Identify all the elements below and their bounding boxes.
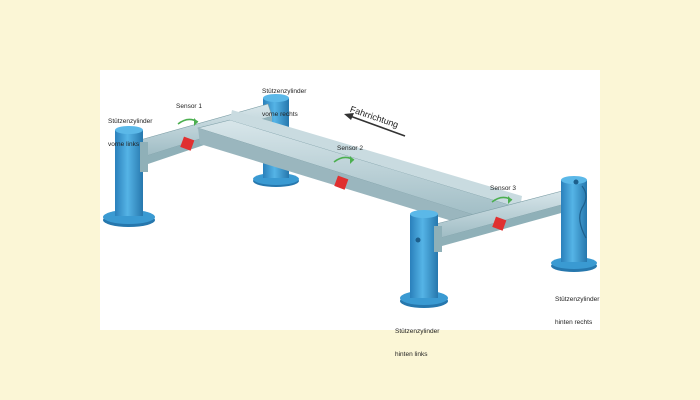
- label-line: vorne links: [108, 140, 140, 148]
- rotation-arrow-icon: [333, 156, 355, 164]
- label-sensor-3: Sensor 3: [490, 185, 517, 192]
- longitudinal-beam: [196, 110, 522, 232]
- sensor-1: [180, 136, 195, 151]
- label-rear-left: Stützenzylinder hinten links: [395, 313, 439, 373]
- sensor-3: [492, 216, 507, 231]
- cylinder-front-left: [103, 126, 155, 227]
- rotation-arrow-icon: [177, 118, 199, 126]
- label-line: Stützenzylinder: [262, 88, 307, 95]
- label-line: hinten links: [395, 350, 428, 358]
- label-sensor-1: Sensor 1: [176, 103, 203, 110]
- direction-arrow-icon: [344, 113, 406, 137]
- label-line: Stützenzylinder: [555, 296, 600, 303]
- label-front-right: Stützenzylinder vorne rechts: [262, 73, 306, 133]
- label-line: hinten rechts: [555, 318, 593, 326]
- label-line: Stützenzylinder: [108, 118, 153, 125]
- label-sensor-2: Sensor 2: [337, 145, 364, 152]
- label-rear-right: Stützenzylinder hinten rechts: [555, 281, 599, 341]
- cylinder-rear-right: [551, 176, 597, 272]
- cylinder-rear-left: [400, 210, 448, 308]
- label-line: vorne rechts: [262, 110, 298, 118]
- rotation-arrow-icon: [491, 196, 513, 204]
- label-front-left: Stützenzylinder vorne links: [108, 103, 152, 163]
- sensor-2: [334, 175, 349, 190]
- label-line: Stützenzylinder: [395, 328, 440, 335]
